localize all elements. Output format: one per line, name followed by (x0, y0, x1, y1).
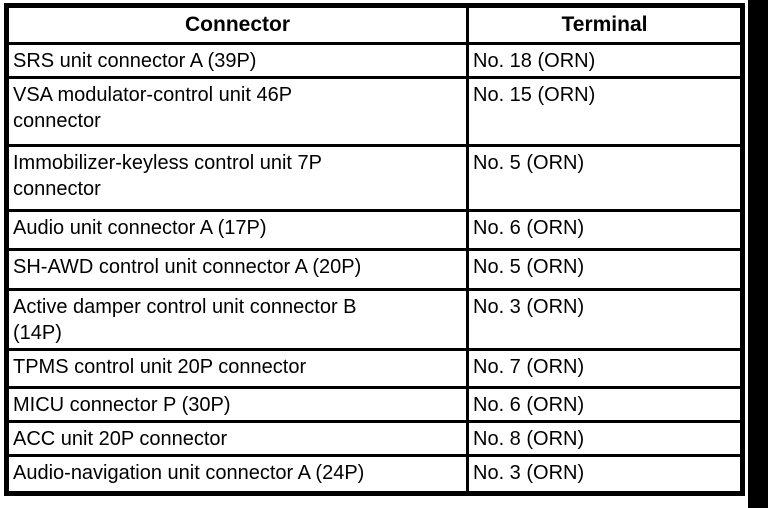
terminal-cell: No. 18 (ORN) (466, 42, 744, 79)
scan-edge-artifact (748, 0, 768, 508)
connector-cell: TPMS control unit 20P connector (5, 348, 469, 389)
connector-terminal-table: Connector Terminal SRS unit connector A … (4, 3, 745, 496)
connector-cell: ACC unit 20P connector (5, 420, 469, 457)
table-row: SRS unit connector A (39P) No. 18 (ORN) (5, 42, 744, 79)
table-header-row: Connector Terminal (5, 4, 744, 45)
connector-cell: MICU connector P (30P) (5, 386, 469, 423)
terminal-cell: No. 7 (ORN) (466, 348, 744, 389)
terminal-cell: No. 5 (ORN) (466, 248, 744, 291)
connector-cell: SRS unit connector A (39P) (5, 42, 469, 79)
column-header-terminal: Terminal (466, 4, 744, 45)
terminal-cell: No. 8 (ORN) (466, 420, 744, 457)
terminal-cell: No. 5 (ORN) (466, 144, 744, 212)
table-row: VSA modulator-control unit 46P connector… (5, 76, 744, 147)
connector-cell: Immobilizer-keyless control unit 7P conn… (5, 144, 469, 212)
table-row: Immobilizer-keyless control unit 7P conn… (5, 144, 744, 212)
column-header-connector: Connector (5, 4, 469, 45)
table-row: Active damper control unit connector B (… (5, 288, 744, 351)
table-row: SH-AWD control unit connector A (20P) No… (5, 248, 744, 291)
terminal-cell: No. 6 (ORN) (466, 386, 744, 423)
table-row: MICU connector P (30P) No. 6 (ORN) (5, 386, 744, 423)
terminal-cell: No. 6 (ORN) (466, 209, 744, 251)
table-row: Audio unit connector A (17P) No. 6 (ORN) (5, 209, 744, 251)
connector-cell: VSA modulator-control unit 46P connector (5, 76, 469, 147)
connector-cell: Active damper control unit connector B (… (5, 288, 469, 351)
table-row: Audio-navigation unit connector A (24P) … (5, 454, 744, 495)
connector-cell: Audio unit connector A (17P) (5, 209, 469, 251)
terminal-cell: No. 15 (ORN) (466, 76, 744, 147)
connector-cell: SH-AWD control unit connector A (20P) (5, 248, 469, 291)
table-row: ACC unit 20P connector No. 8 (ORN) (5, 420, 744, 457)
terminal-cell: No. 3 (ORN) (466, 288, 744, 351)
terminal-cell: No. 3 (ORN) (466, 454, 744, 495)
table-row: TPMS control unit 20P connector No. 7 (O… (5, 348, 744, 389)
connector-cell: Audio-navigation unit connector A (24P) (5, 454, 469, 495)
